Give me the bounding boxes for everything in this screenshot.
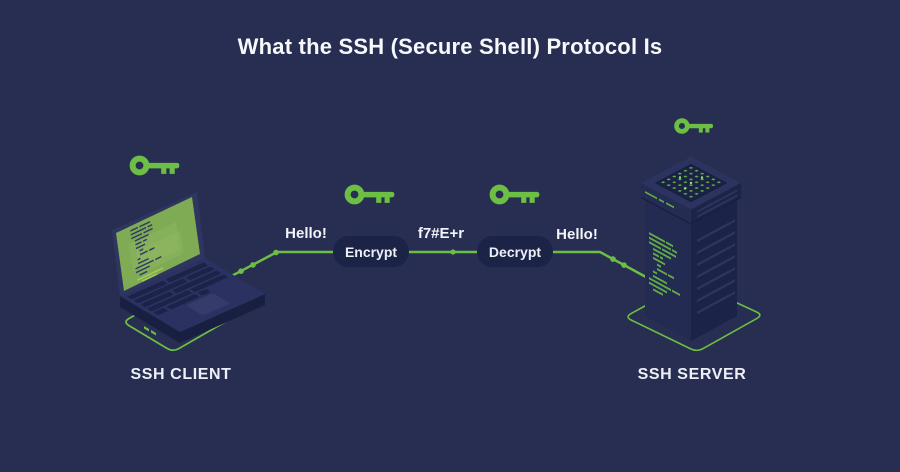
- server-code: [649, 232, 680, 297]
- laptop-illustration: [112, 192, 265, 352]
- encrypt-key-icon: [344, 183, 396, 206]
- server-illustration: [627, 156, 761, 352]
- page-title: What the SSH (Secure Shell) Protocol Is: [237, 34, 663, 59]
- client-key-icon: [129, 154, 181, 177]
- plaintext-message-left: Hello!: [285, 225, 327, 242]
- decrypt-key-icon: [489, 183, 541, 206]
- encrypt-node: Encrypt: [333, 236, 409, 267]
- server-vents: [697, 219, 735, 315]
- encrypted-message: f7#E+r: [417, 225, 465, 242]
- server-led-bright-dots: [678, 176, 704, 190]
- client-label: SSH CLIENT: [130, 366, 232, 383]
- server-cap-vents: [697, 189, 737, 218]
- laptop-screen-code: [128, 220, 184, 282]
- decrypt-node: Decrypt: [477, 236, 553, 267]
- laptop-keyboard: [127, 262, 230, 316]
- server-cap-label: [645, 191, 674, 209]
- laptop-trackpad: [186, 293, 230, 316]
- plaintext-message-right: Hello!: [556, 226, 598, 243]
- server-label: SSH SERVER: [637, 366, 747, 383]
- server-key-icon: [674, 117, 714, 135]
